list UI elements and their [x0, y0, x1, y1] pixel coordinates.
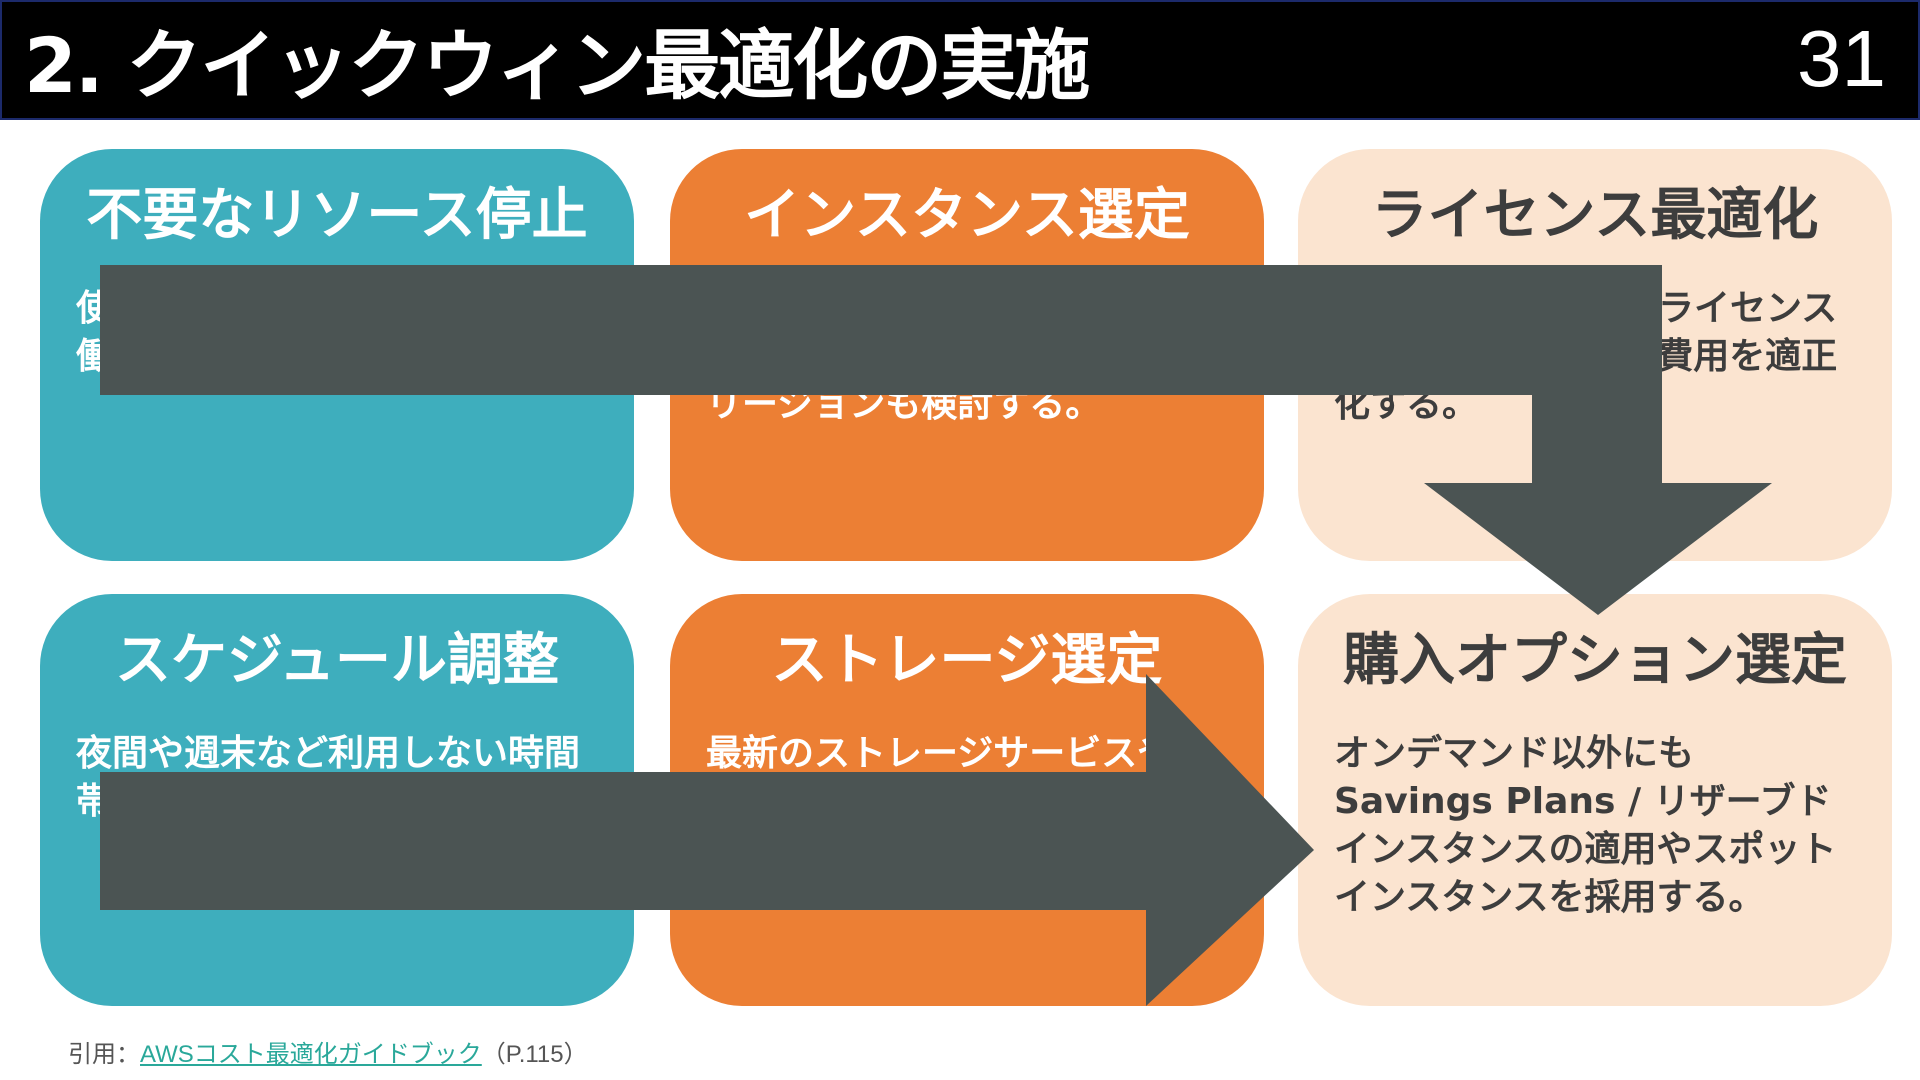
card-body: オンデマンド以外にも Savings Plans / リザーブドインスタンスの適… — [1334, 733, 1837, 918]
card-title: スケジュール調整 — [114, 628, 560, 693]
card-license-optimization: ライセンス最適化 商用ソフトウェアのライセンスを見直しライセンス費用を適正化する… — [1298, 149, 1892, 561]
card-body: 商用ソフトウェアのライセンスを見直しライセンス費用を適正化する。 — [1334, 288, 1838, 425]
card-body: 夜間や週末など利用しない時間帯はインスタンスを停止する。 — [76, 733, 581, 822]
card-title: ライセンス最適化 — [1371, 183, 1819, 248]
citation-suffix: （P.115） — [481, 1041, 588, 1068]
card-storage-selection: ストレージ選定 最新のストレージサービスや安価なストレージを選定する。 — [670, 594, 1264, 1006]
page-number: 31 — [1797, 14, 1886, 103]
card-title: 不要なリソース停止 — [86, 183, 588, 248]
card-title: ストレージ選定 — [771, 628, 1163, 693]
citation: 引用：AWSコスト最適化ガイドブック（P.115） — [68, 1034, 588, 1069]
title-bar: 2. クイックウィン最適化の実施 31 — [0, 0, 1920, 120]
card-schedule-adjustment: スケジュール調整 夜間や週末など利用しない時間帯はインスタンスを停止する。 — [40, 594, 634, 1006]
citation-link[interactable]: AWSコスト最適化ガイドブック — [140, 1041, 482, 1068]
slide-title: 2. クイックウィン最適化の実施 — [24, 21, 1090, 110]
card-body: 最新世代のインスタンスやAMD/Graviton や安価な海外リージョンも検討す… — [706, 288, 1217, 425]
card-body: 使用していないリソースや低稼働のリソースを停止する。 — [76, 288, 578, 377]
card-title: インスタンス選定 — [744, 183, 1190, 248]
card-body: 最新のストレージサービスや安価なストレージを選定する。 — [706, 733, 1210, 822]
citation-prefix: 引用： — [68, 1041, 140, 1068]
card-unused-resource-stop: 不要なリソース停止 使用していないリソースや低稼働のリソースを停止する。 — [40, 149, 634, 561]
card-purchase-option-selection: 購入オプション選定 オンデマンド以外にも Savings Plans / リザー… — [1298, 594, 1892, 1006]
card-title: 購入オプション選定 — [1343, 628, 1847, 693]
card-instance-selection: インスタンス選定 最新世代のインスタンスやAMD/Graviton や安価な海外… — [670, 149, 1264, 561]
